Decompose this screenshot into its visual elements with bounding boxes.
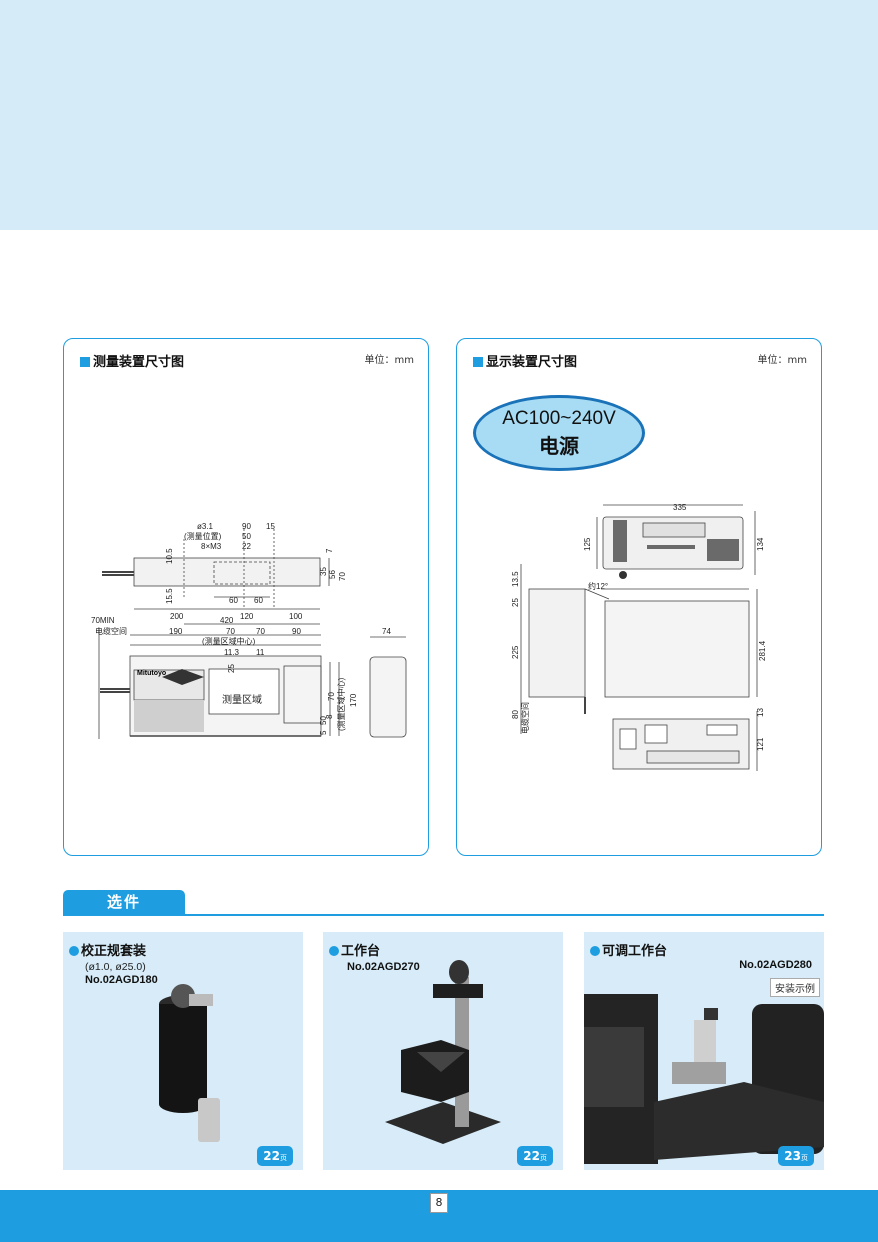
- options-tab: 选件: [63, 890, 185, 915]
- dim-label: 50: [242, 532, 251, 541]
- dim-label: 电缆空间: [520, 702, 530, 734]
- dim-label: 13: [756, 708, 765, 717]
- page-reference-tag: 23页: [778, 1146, 814, 1166]
- dim-label: 56: [328, 570, 337, 579]
- square-bullet-icon: [473, 357, 483, 367]
- section-divider: [63, 914, 824, 916]
- dim-label: 60: [229, 596, 238, 605]
- square-bullet-icon: [80, 357, 90, 367]
- dim-label: 281.4: [758, 640, 767, 661]
- display-unit-drawing: 335 125 134 13.5 25 约12° 225 281.4 80 电缆…: [511, 503, 767, 771]
- dim-label: 22: [242, 542, 251, 551]
- panel-title: 测量装置尺寸图: [80, 351, 184, 370]
- dim-label: 74: [382, 627, 391, 636]
- adjustable-stand-image: [584, 994, 824, 1164]
- dim-label: 121: [756, 737, 765, 751]
- card-title: 可调工作台: [590, 940, 667, 959]
- power-voltage: AC100~240V: [502, 408, 616, 429]
- dim-label: 11.3: [224, 648, 240, 657]
- display-unit-dimension-panel: 显示装置尺寸图 单位：mm AC100~240V 电源: [456, 338, 822, 856]
- dim-label: ø3.1: [197, 522, 214, 531]
- dim-label: 200: [170, 612, 184, 621]
- dim-label: 25: [227, 664, 236, 673]
- dim-label: 90: [292, 627, 301, 636]
- bullet-icon: [69, 946, 79, 956]
- options-section-header: 选件: [63, 890, 824, 916]
- unit-label: 单位：mm: [757, 355, 807, 366]
- model-number: No.02AGD270: [347, 961, 420, 973]
- dim-label: 13.5: [511, 571, 520, 587]
- dim-label: 120: [240, 612, 254, 621]
- dim-label: 70: [327, 692, 336, 701]
- option-card-gauge-set: 校正规套装 (ø1.0, ø25.0) No.02AGD180 22页: [63, 932, 303, 1170]
- dim-label: 60: [254, 596, 263, 605]
- dim-label: 10.5: [165, 548, 174, 564]
- dim-label: 134: [756, 537, 765, 551]
- unit-label: 单位：mm: [364, 355, 414, 366]
- bullet-icon: [590, 946, 600, 956]
- install-example-tag: 安装示例: [770, 978, 820, 997]
- page-reference-tag: 22页: [257, 1146, 293, 1166]
- panel-title: 显示装置尺寸图: [473, 351, 577, 370]
- dim-label: (测量区域中心): [336, 677, 346, 731]
- dim-label: 90: [242, 522, 251, 531]
- measuring-unit-drawing: Mitutoyo ø3.1 (测量位置) 8×M3 90 15 50 22 10…: [91, 522, 407, 739]
- dim-label: (测量区域中心): [202, 636, 256, 646]
- dim-label: 8: [325, 714, 334, 719]
- dim-label: 11: [256, 648, 265, 657]
- option-card-adjustable-stand: 可调工作台 No.02AGD280 安装示例 23页: [584, 932, 824, 1170]
- page-number: 8: [430, 1193, 448, 1213]
- dim-label: 420: [220, 616, 234, 625]
- dim-label: 测量区域: [222, 693, 262, 706]
- dim-label: 25: [511, 598, 520, 607]
- dim-label: (测量位置): [184, 531, 222, 541]
- dim-label: 80: [511, 710, 520, 719]
- card-subtitle: (ø1.0, ø25.0): [85, 961, 146, 973]
- dim-label: 电缆空间: [95, 626, 127, 636]
- bullet-icon: [329, 946, 339, 956]
- page-reference-tag: 22页: [517, 1146, 553, 1166]
- dim-label: 约12°: [588, 581, 608, 591]
- dim-label: 125: [583, 537, 592, 551]
- dim-label: 8×M3: [201, 542, 222, 551]
- dim-label: 170: [349, 693, 358, 707]
- model-number: No.02AGD180: [85, 974, 158, 986]
- power-label: 电源: [539, 434, 579, 458]
- dim-label: 5: [319, 730, 328, 735]
- card-title: 校正规套装: [69, 940, 146, 959]
- dim-label: 70: [226, 627, 235, 636]
- dim-label: 15: [266, 522, 275, 531]
- card-title: 工作台: [329, 940, 380, 959]
- brand-label: Mitutoyo: [137, 670, 166, 677]
- dim-label: 335: [673, 503, 687, 512]
- dim-label: 50: [319, 716, 328, 725]
- dim-label: 35: [319, 567, 328, 576]
- dim-label: 225: [511, 645, 520, 659]
- dim-label: 70MIN: [91, 616, 115, 625]
- power-supply-badge: AC100~240V 电源: [473, 395, 645, 471]
- dim-label: 70: [338, 572, 347, 581]
- stand-image: [385, 960, 501, 1144]
- model-number: No.02AGD280: [739, 959, 812, 971]
- header-band: [0, 0, 878, 230]
- measuring-unit-dimension-panel: 测量装置尺寸图 单位：mm: [63, 338, 429, 856]
- dim-label: 15.5: [165, 588, 174, 604]
- dim-label: 7: [325, 548, 334, 553]
- calibration-gauge-image: [159, 984, 220, 1142]
- dim-label: 100: [289, 612, 303, 621]
- dim-label: 190: [169, 627, 183, 636]
- option-card-stand: 工作台 No.02AGD270 22页: [323, 932, 563, 1170]
- dim-label: 70: [256, 627, 265, 636]
